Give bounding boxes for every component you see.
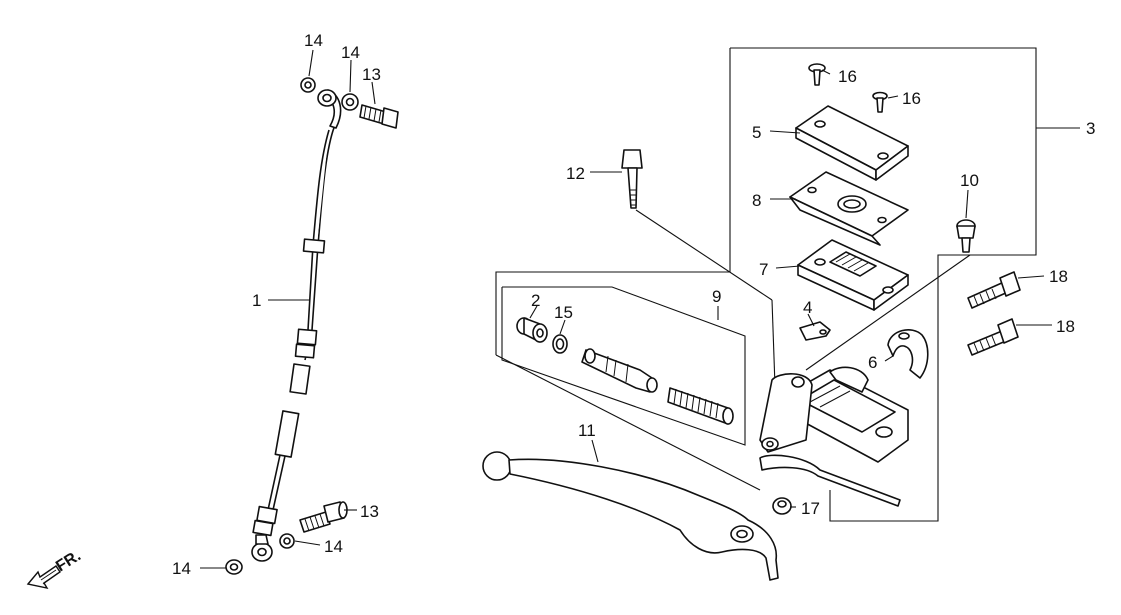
callout-9: 9 <box>712 287 721 306</box>
dust-boot-2 <box>516 317 548 343</box>
diaphragm-7 <box>797 239 909 311</box>
sealing-washer-14-b <box>341 93 359 111</box>
callout-18-a: 18 <box>1049 267 1068 286</box>
callout-7: 7 <box>759 260 768 279</box>
master-cylinder-body <box>759 366 909 507</box>
callout-18-b: 18 <box>1056 317 1075 336</box>
handlebar-holder-6 <box>887 329 929 379</box>
callout-14-c: 14 <box>324 537 343 556</box>
callout-15: 15 <box>554 303 573 322</box>
brake-hose <box>251 89 342 562</box>
diaphragm-plate-8 <box>789 171 909 246</box>
callout-3: 3 <box>1086 119 1095 138</box>
cap-screw-16-a <box>808 63 826 86</box>
callout-5: 5 <box>752 123 761 142</box>
callout-13-a: 13 <box>362 65 381 84</box>
switch-screw-10 <box>805 219 976 371</box>
reservoir-cap-5 <box>795 105 909 181</box>
sealing-washer-14-a <box>300 77 316 93</box>
callout-1: 1 <box>252 291 261 310</box>
callout-14-d: 14 <box>172 559 191 578</box>
callout-14-b: 14 <box>341 43 360 62</box>
holder-bolt-18-upper <box>967 271 1021 309</box>
oil-bolt-13-upper <box>359 104 399 129</box>
assembly-3-outline <box>495 47 1080 522</box>
callout-6: 6 <box>868 353 877 372</box>
oil-bolt-13-lower <box>299 501 348 533</box>
callout-14-a: 14 <box>304 31 323 50</box>
callout-10: 10 <box>960 171 979 190</box>
sealing-washer-14-c <box>279 533 295 549</box>
callout-13-b: 13 <box>360 502 379 521</box>
brake-lever-11 <box>482 451 779 581</box>
callout-16-a: 16 <box>838 67 857 86</box>
callout-2: 2 <box>531 291 540 310</box>
callout-16-b: 16 <box>902 89 921 108</box>
sealing-washer-14-d <box>225 559 243 575</box>
cap-screw-16-b <box>872 91 888 113</box>
callout-8: 8 <box>752 191 761 210</box>
callout-11: 11 <box>578 421 596 440</box>
piston-set-9 <box>581 348 734 425</box>
callout-labels: 14 14 13 1 13 14 14 2 15 9 12 11 16 16 5… <box>172 31 1095 578</box>
callout-17: 17 <box>801 499 820 518</box>
lever-nut-17 <box>772 497 792 515</box>
lever-pivot-bolt-12 <box>621 149 777 416</box>
holder-bolt-18-lower <box>967 318 1019 356</box>
callout-4: 4 <box>803 298 812 317</box>
leader-lines <box>200 49 1052 569</box>
front-direction-arrow: FR. <box>26 547 84 590</box>
switch-plate-4 <box>799 321 831 341</box>
snap-ring-15 <box>552 334 568 354</box>
assembly-9-outline <box>495 286 761 491</box>
callout-12: 12 <box>566 164 585 183</box>
